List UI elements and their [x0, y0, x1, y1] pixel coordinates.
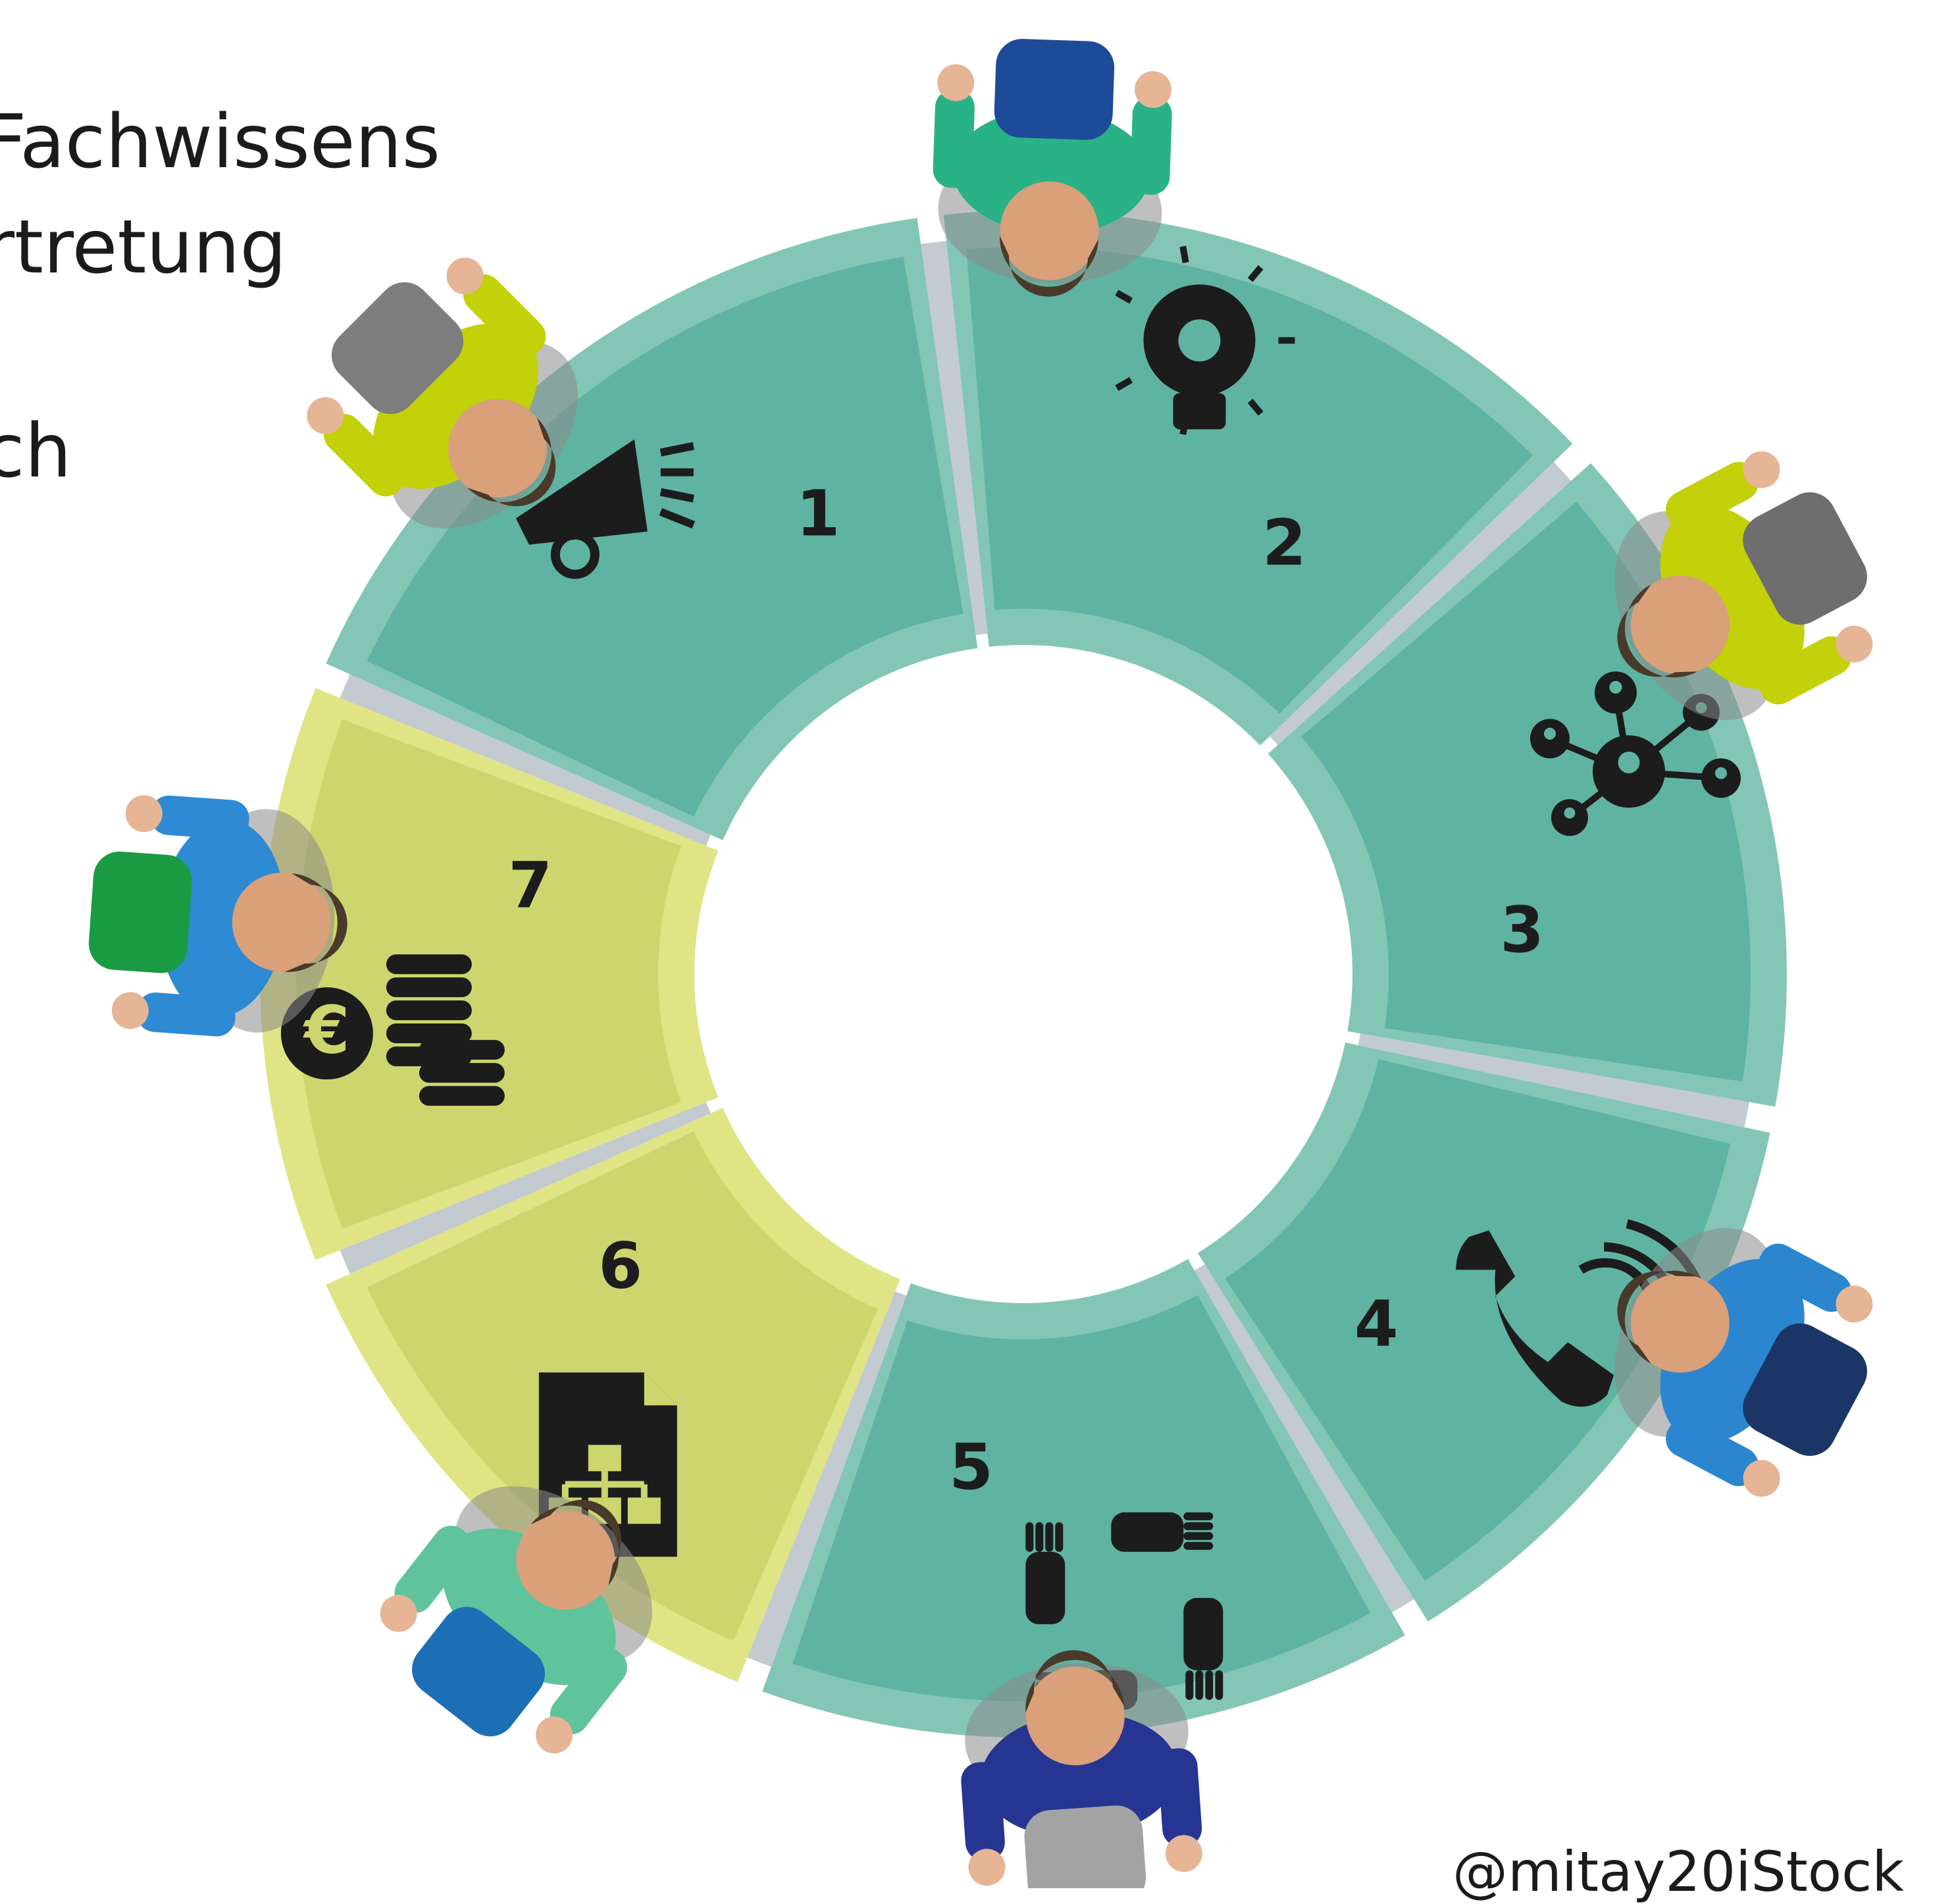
person-wheelchair-bottom-left — [380, 1486, 652, 1754]
segment-6: 6 — [326, 1108, 900, 1682]
euro-coins-icon: € — [280, 954, 505, 1106]
network-people-icon — [1530, 671, 1741, 836]
segment-4: 4 — [1197, 1042, 1770, 1622]
megaphone-icon — [515, 439, 696, 579]
person-walker-right — [1614, 451, 1873, 721]
segment-fill — [966, 247, 1533, 714]
segment-separator — [340, 674, 711, 846]
segment-7: 7€ — [259, 688, 719, 1260]
segment-1: 1 — [326, 218, 978, 840]
person-wheelchair-bottom — [961, 1650, 1202, 1888]
segment-5: 5 — [762, 1259, 1405, 1737]
segment-number: 7 — [508, 849, 552, 923]
segment-fill — [296, 719, 682, 1229]
segment-separator — [340, 1102, 711, 1274]
text-line-ch: ch — [0, 409, 72, 494]
segment-separator — [921, 241, 988, 636]
segment-number: 2 — [1262, 506, 1306, 580]
segment-number: 5 — [949, 1430, 993, 1504]
segment-number: 1 — [796, 476, 840, 550]
text-line-vertretung: rtretung — [0, 205, 287, 290]
segment-2: 2 — [943, 211, 1573, 746]
lightbulb-gear-icon — [1115, 245, 1295, 435]
text-line-fachwissens: Fachwissens — [0, 99, 440, 185]
person-standing-top — [933, 39, 1172, 297]
segment-fill — [1225, 1059, 1731, 1581]
segment-separator — [1358, 1033, 1749, 1127]
segment-separator — [1195, 1264, 1414, 1612]
segment-fill — [792, 1295, 1371, 1702]
person-wheelchair-top — [307, 257, 578, 528]
segment-number: 4 — [1354, 1287, 1399, 1361]
segment-separator — [747, 1291, 907, 1667]
image-credit: @mitay20iStock — [1453, 1840, 1904, 1904]
svg-text:€: € — [303, 992, 350, 1069]
segment-separator — [1270, 461, 1572, 746]
person-wheelchair-left — [88, 795, 347, 1037]
person-wheelchair-right — [1614, 1227, 1873, 1497]
segment-number: 3 — [1500, 893, 1544, 967]
segment-number: 6 — [598, 1229, 642, 1303]
segment-fill — [367, 257, 964, 817]
